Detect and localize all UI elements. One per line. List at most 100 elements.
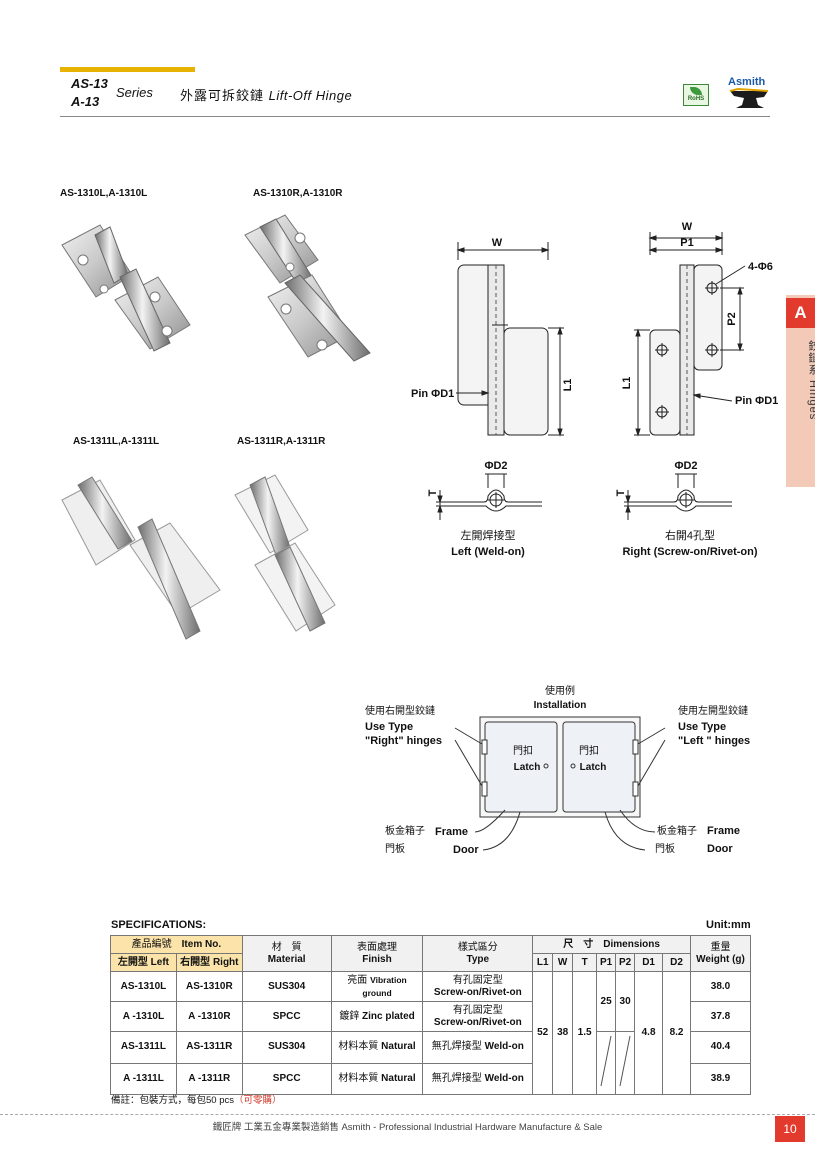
brand-name: Asmith xyxy=(728,76,766,88)
dim-header: W xyxy=(552,953,574,972)
install-left-en1: Use Type xyxy=(365,721,413,733)
packaging-note: 備註：包裝方式，每包50 pcs（可零購） xyxy=(111,1095,282,1106)
latch-left-zh: 門扣 xyxy=(513,744,533,757)
install-title-en: Installation xyxy=(534,700,587,711)
cell-finish: 材料本質 Natural xyxy=(330,1031,424,1064)
frame-right-zh: 板金箱子 xyxy=(657,824,697,837)
door-right-zh: 門板 xyxy=(655,842,675,855)
header-left: 左開型 Left xyxy=(110,953,177,972)
cell-d2: 8.2 xyxy=(662,971,692,1095)
right-p1-label: P1 xyxy=(680,237,693,249)
right-t-label: T xyxy=(615,489,627,496)
cell-t: 1.5 xyxy=(572,971,598,1095)
cell-weight: 38.0 xyxy=(690,971,751,1002)
header-accent-bar xyxy=(60,67,195,72)
left-caption-zh: 左開焊接型 xyxy=(461,528,516,542)
cell-left-code: A -1311L xyxy=(110,1062,177,1095)
door-left-en: Door xyxy=(453,844,479,856)
drawing-right-screw-on xyxy=(624,232,746,520)
hinge-photo-as1310r xyxy=(244,214,371,362)
cell-material: SPCC xyxy=(241,1062,332,1095)
door-left-zh: 門板 xyxy=(385,842,405,855)
cell-p1-na xyxy=(596,1031,617,1095)
hinge-photo-as1311l xyxy=(61,476,221,640)
header-divider xyxy=(60,116,770,117)
cell-d1: 4.8 xyxy=(634,971,664,1095)
hinge-photo-as1310l xyxy=(61,224,191,352)
latch-right-zh: 門扣 xyxy=(579,744,599,757)
cell-finish: 材料本質 Natural xyxy=(330,1062,424,1095)
installation-diagram: 使用例 Installation 使用右開型鉸鏈 Use Type "Right… xyxy=(365,684,750,856)
cell-left-code: A -1310L xyxy=(110,1001,177,1032)
cell-p2: 30 xyxy=(615,971,636,1032)
left-caption-en: Left (Weld-on) xyxy=(451,546,525,558)
install-right-zh: 使用左開型鉸鏈 xyxy=(678,704,748,717)
hinge-photos-top xyxy=(61,214,371,362)
hinge-photo-as1311r xyxy=(234,474,336,632)
right-caption-zh: 右開4孔型 xyxy=(665,528,715,542)
left-w-label: W xyxy=(492,237,503,249)
install-title-zh: 使用例 xyxy=(545,684,575,697)
left-l1-label: L1 xyxy=(562,379,574,392)
left-t-label: T xyxy=(427,489,439,496)
table-row: AS-1310L AS-1310R SUS304 亮面 Vibration gr… xyxy=(110,971,751,1095)
dim-header: D1 xyxy=(634,953,664,972)
latch-left-en: Latch xyxy=(514,762,541,773)
header-dimensions: 尺 寸 Dimensions xyxy=(532,935,692,954)
photo-caption-1: AS-1310L,A-1310L xyxy=(60,188,148,199)
page-title: 外露可拆鉸鏈 Lift-Off Hinge xyxy=(180,85,352,104)
cell-right-code: AS-1310R xyxy=(175,971,243,1002)
install-left-zh: 使用右開型鉸鏈 xyxy=(365,704,435,717)
not-applicable-slash xyxy=(619,1035,631,1087)
series-code-bottom: A-13 xyxy=(71,94,100,109)
not-applicable-slash xyxy=(600,1035,612,1087)
cell-p1: 25 xyxy=(596,971,617,1032)
technical-drawings: W L1 Pin ΦD1 ΦD2 T W P1 4-Φ6 P2 L1 Pin Φ… xyxy=(411,221,778,558)
anvil-icon xyxy=(729,87,769,108)
table-row: A -1310L A -1310R SPCC 鍍鋅 Zinc plated 有孔… xyxy=(110,1001,751,1032)
cell-right-code: AS-1311R xyxy=(175,1031,243,1064)
table-row: AS-1311L AS-1311R SUS304 材料本質 Natural 無孔… xyxy=(110,1031,751,1095)
door-right-en: Door xyxy=(707,843,733,855)
latch-right-en: Latch xyxy=(580,762,607,773)
cell-finish: 亮面 Vibration ground xyxy=(330,971,424,1002)
cell-right-code: A -1311R xyxy=(175,1062,243,1095)
title-en: Lift-Off Hinge xyxy=(268,88,353,103)
photo-caption-3: AS-1311L,A-1311L xyxy=(73,436,160,447)
rohs-icon: RoHS xyxy=(683,84,709,106)
header-right: 右開型 Right xyxy=(175,953,243,972)
right-caption-en: Right (Screw-on/Rivet-on) xyxy=(622,546,757,558)
page-number: 10 xyxy=(775,1116,805,1142)
left-d2-label: ΦD2 xyxy=(484,460,507,472)
cell-type: 無孔焊接型 Weld-on xyxy=(422,1031,534,1064)
cell-finish: 鍍鋅 Zinc plated xyxy=(330,1001,424,1032)
spec-unit: Unit:mm xyxy=(706,919,751,931)
cell-weight: 37.8 xyxy=(690,1001,751,1032)
frame-left-zh: 板金箱子 xyxy=(385,824,425,837)
right-d2-label: ΦD2 xyxy=(674,460,697,472)
title-zh: 外露可拆鉸鏈 xyxy=(180,88,265,103)
photo-caption-2: AS-1310R,A-1310R xyxy=(253,188,343,199)
table-row: A -1311L A -1311R SPCC 材料本質 Natural 無孔焊接… xyxy=(110,1062,751,1095)
install-right-en2: "Left " hinges xyxy=(678,735,750,747)
hinge-photos-bottom xyxy=(61,474,336,640)
cell-left-code: AS-1310L xyxy=(110,971,177,1002)
spec-title: SPECIFICATIONS: xyxy=(111,919,207,931)
cell-right-code: A -1310R xyxy=(175,1001,243,1032)
drawing-left-weld-on xyxy=(436,242,564,520)
frame-right-en: Frame xyxy=(707,825,740,837)
series-label: Series xyxy=(116,85,153,100)
header-item-no: 產品編號 Item No. xyxy=(110,935,243,954)
right-l1-label: L1 xyxy=(621,377,633,390)
frame-left-en: Frame xyxy=(435,826,468,838)
cell-p2-na xyxy=(615,1031,636,1095)
cell-left-code: AS-1311L xyxy=(110,1031,177,1064)
dim-header: L1 xyxy=(532,953,554,972)
dim-header: P1 xyxy=(596,953,617,972)
cell-material: SUS304 xyxy=(241,971,332,1002)
